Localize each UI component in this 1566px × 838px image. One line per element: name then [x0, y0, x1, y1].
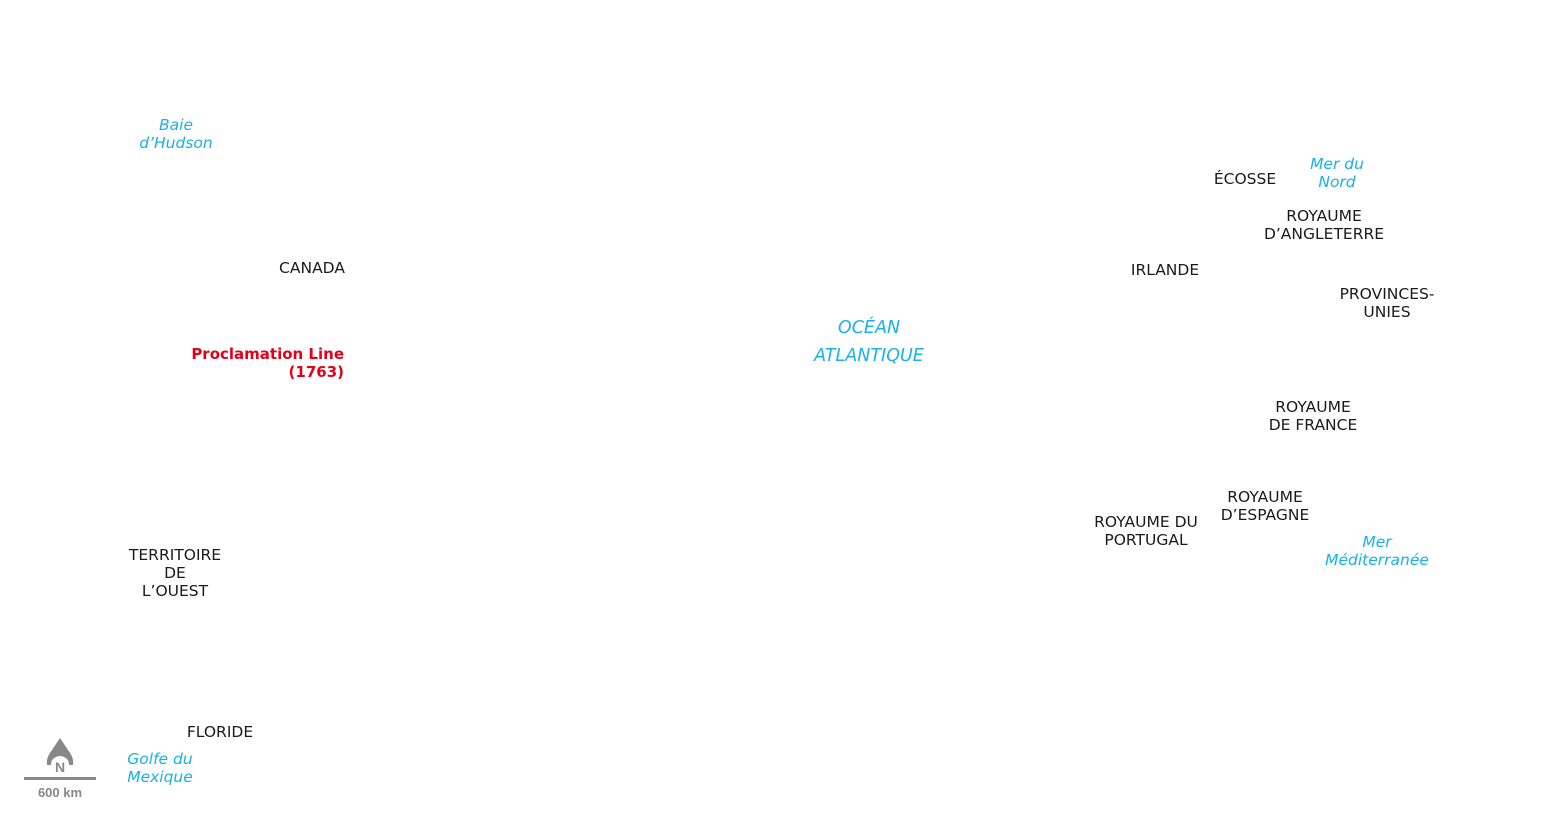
north-arrow-icon: N [46, 738, 74, 775]
label-canada: CANADA [279, 259, 345, 277]
scale-bar [24, 777, 96, 780]
label-floride: FLORIDE [186, 723, 254, 741]
label-provinces-unies: PROVINCES-UNIES [1339, 285, 1435, 321]
scale-label: 600 km [37, 785, 83, 800]
label-ecosse: ÉCOSSE [1213, 170, 1277, 188]
label-proclamation-line: Proclamation Line(1763) [191, 345, 344, 381]
compass-letter: N [55, 759, 65, 775]
label-irlande: IRLANDE [1130, 261, 1200, 279]
